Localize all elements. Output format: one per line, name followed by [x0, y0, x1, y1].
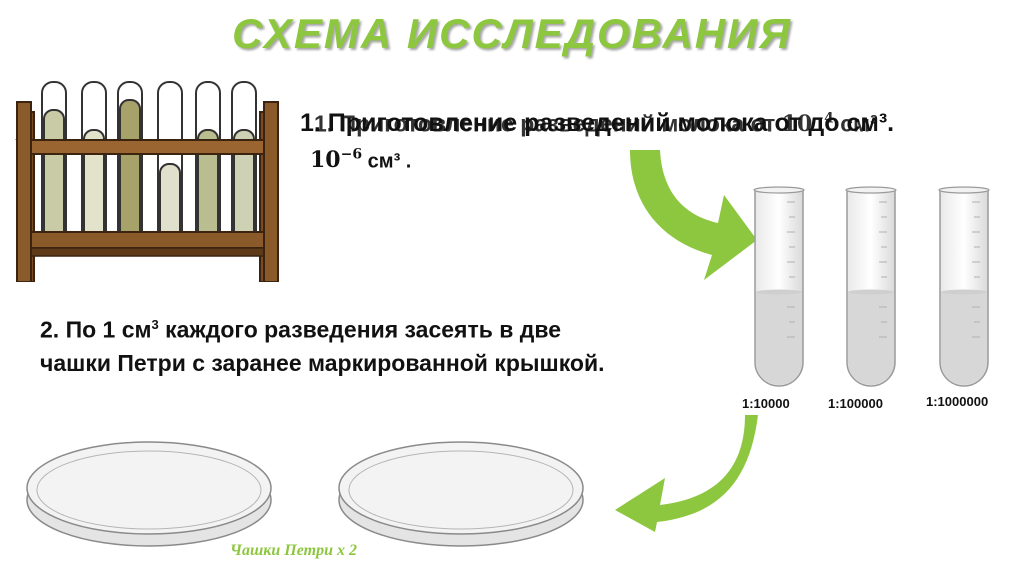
graduated-tubes-illustration: [753, 186, 990, 387]
step-2-line-2: чашки Петри с заранее маркированной крыш…: [40, 349, 605, 376]
petri-dishes-caption: Чашки Петри х 2: [230, 542, 357, 559]
test-tube-1: [753, 186, 805, 387]
test-tube-rack-illustration: [15, 81, 279, 282]
petri-dish-2: [338, 441, 584, 547]
step-2-line-1: 2. По 1 см3 каждого разведения засеять в…: [40, 316, 562, 343]
dilution-to-value: 10−6: [310, 147, 363, 174]
test-tube-2: [845, 186, 897, 387]
step-1-text: 1. Приготовление разведений молока от 10…: [300, 108, 980, 173]
arrow-down-right-icon: [630, 150, 757, 280]
dilution-from-value: 10−4: [781, 111, 834, 138]
dilution-label-3: 1:1000000: [926, 394, 989, 409]
slide-title: СХЕМА ИССЛЕДОВАНИЯ: [232, 10, 792, 57]
step-2-text: 2. По 1 см3 каждого разведения засеять в…: [40, 308, 740, 380]
step-1-second-line: 10−6 см³ .: [310, 147, 412, 174]
petri-dish-1: [26, 441, 272, 547]
test-tube-3: [938, 186, 990, 387]
dilution-label-1: 1:10000: [742, 396, 790, 411]
arrow-down-left-icon: [615, 415, 758, 532]
dilution-label-2: 1:100000: [828, 396, 883, 411]
step-1-main-line: 1. Приготовление разведений молока от до…: [300, 109, 895, 137]
step-1-overlap-text: 1. Приготовление разведений молока от 10…: [314, 110, 878, 138]
